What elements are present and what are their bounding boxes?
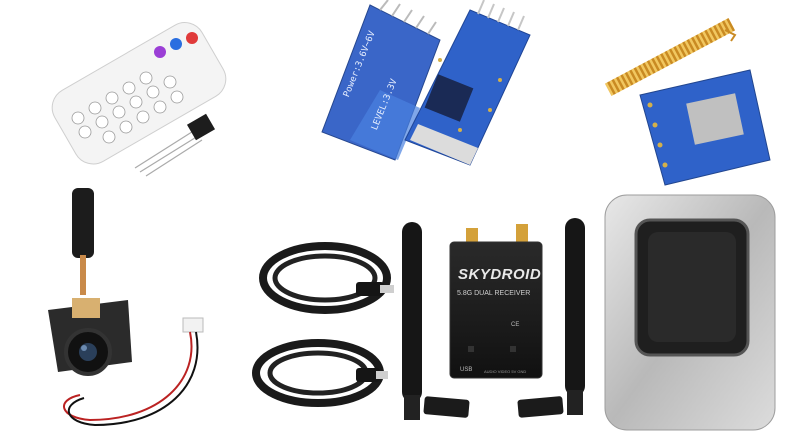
dual-receiver: [449, 224, 543, 379]
fpv-camera: [48, 188, 204, 427]
right-antenna: [517, 218, 585, 418]
receiver-io-label: AUDIO VIDEO 5V GND: [484, 369, 527, 374]
usb-cable-bottom: [252, 339, 388, 407]
metal-tin: [604, 194, 776, 431]
bluetooth-module-left: [321, 0, 441, 161]
receiver-usb-label: USB: [460, 367, 473, 373]
receiver-model: 5.8G DUAL RECEIVER: [457, 290, 531, 297]
rf-transceiver-module: [604, 17, 771, 186]
ir-receiver: [134, 113, 216, 177]
usb-cable-top: [259, 242, 394, 314]
receiver-brand: SKYDROID: [458, 266, 542, 283]
ir-remote: [51, 22, 227, 165]
left-antenna: [402, 222, 470, 420]
bluetooth-module-right: [404, 0, 531, 166]
ce-mark: CE: [511, 322, 520, 328]
